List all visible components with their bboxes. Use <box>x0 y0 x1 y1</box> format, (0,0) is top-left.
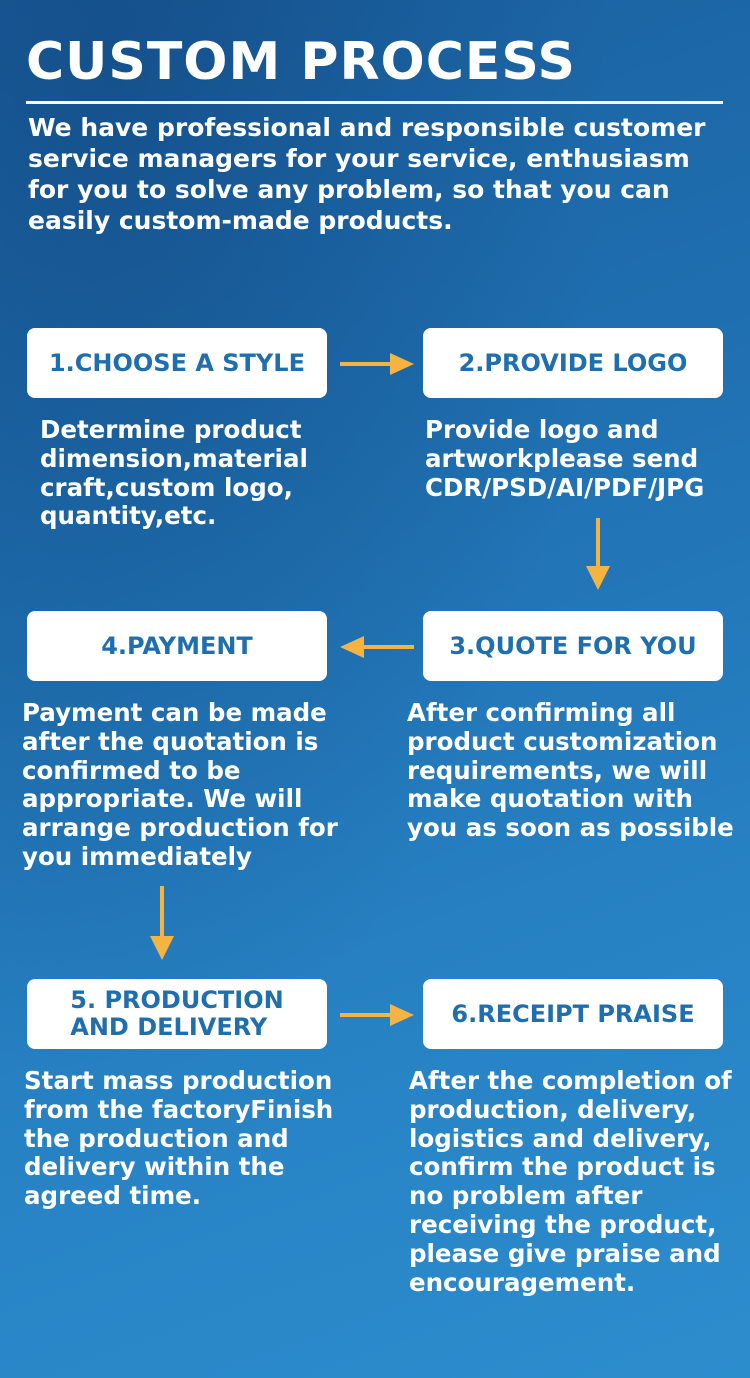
intro-text: We have professional and responsible cus… <box>28 113 706 235</box>
step-2-label: 2.PROVIDE LOGO <box>458 348 688 377</box>
page-title: CUSTOM PROCESS <box>26 32 576 92</box>
step-4-label: 4.PAYMENT <box>101 631 253 660</box>
step-2-box: 2.PROVIDE LOGO <box>423 328 723 398</box>
arrow-left-icon <box>340 636 414 658</box>
step-1-label: 1.CHOOSE A STYLE <box>48 348 305 377</box>
step-4-description: Payment can be made after the quotation … <box>22 698 338 871</box>
step-6-description: After the completion of production, deli… <box>409 1066 732 1297</box>
step-5-label: 5. PRODUCTION AND DELIVERY <box>70 986 284 1041</box>
arrow-right-icon <box>340 1004 414 1026</box>
step-3-label: 3.QUOTE FOR YOU <box>449 631 697 660</box>
step-5-box: 5. PRODUCTION AND DELIVERY <box>27 979 327 1049</box>
step-3-box: 3.QUOTE FOR YOU <box>423 611 723 681</box>
step-1-box: 1.CHOOSE A STYLE <box>27 328 327 398</box>
arrow-down-icon <box>150 886 174 960</box>
step-6-box: 6.RECEIPT PRAISE <box>423 979 723 1049</box>
step-3-description: After confirming all product customizati… <box>407 698 734 843</box>
step-2-description: Provide logo and artworkplease send CDR/… <box>425 415 705 502</box>
step-4-box: 4.PAYMENT <box>27 611 327 681</box>
arrow-right-icon <box>340 353 414 375</box>
arrow-down-icon <box>586 518 610 590</box>
title-divider <box>26 101 723 104</box>
step-6-label: 6.RECEIPT PRAISE <box>451 999 695 1028</box>
step-5-description: Start mass production from the factoryFi… <box>24 1066 334 1211</box>
step-1-description: Determine product dimension,material cra… <box>40 415 308 531</box>
